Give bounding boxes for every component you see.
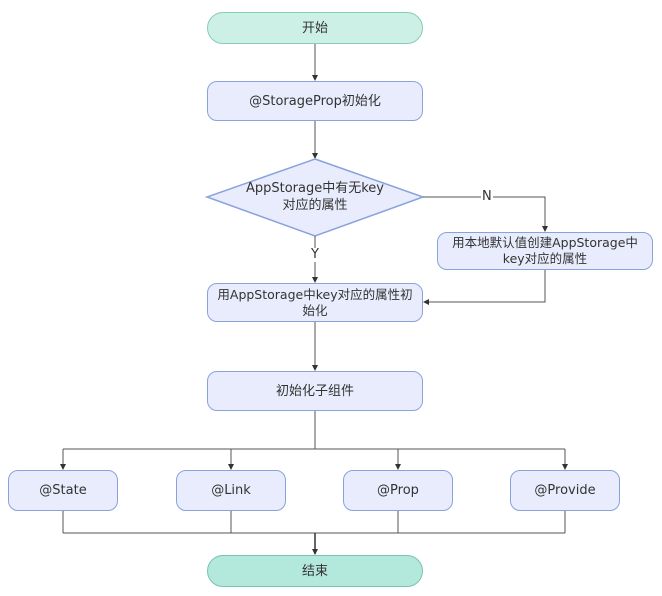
state-label: @State (39, 483, 87, 498)
storage-prop-init-node: @StorageProp初始化 (207, 81, 423, 121)
create-default-line-1: 用本地默认值创建AppStorage中 (452, 235, 638, 250)
init-children-label: 初始化子组件 (275, 383, 354, 399)
create-default-line-2: key对应的属性 (502, 251, 588, 266)
decision-line-2: 对应的属性 (282, 198, 348, 213)
state-node: @State (8, 470, 118, 511)
provide-node: @Provide (510, 470, 620, 511)
edge-create-to-init (423, 270, 546, 305)
link-label: @Link (211, 483, 251, 498)
init-from-storage-node: 用AppStorage中key对应的属性初 始化 (207, 283, 423, 322)
init-from-storage-line-1: 用AppStorage中key对应的属性初 (217, 286, 413, 302)
init-from-storage-line-2: 始化 (302, 302, 328, 318)
link-node: @Link (176, 470, 286, 511)
create-default-node: 用本地默认值创建AppStorage中 key对应的属性 (437, 232, 653, 270)
init-children-node: 初始化子组件 (207, 371, 423, 411)
edge-decision-no (423, 196, 548, 232)
decision-text: AppStorage中有无key 对应的属性 (225, 180, 405, 214)
end-node: 结束 (207, 555, 423, 587)
provide-label: @Provide (534, 483, 596, 498)
edge-label-no: N (481, 189, 493, 204)
decision-line-1: AppStorage中有无key (245, 181, 385, 196)
end-label: 结束 (301, 563, 328, 579)
prop-node: @Prop (343, 470, 453, 511)
prop-label: @Prop (377, 483, 419, 498)
start-node: 开始 (207, 12, 423, 44)
storage-prop-init-label: @StorageProp初始化 (249, 93, 381, 109)
edge-label-yes: Y (310, 247, 320, 262)
start-label: 开始 (301, 20, 328, 36)
